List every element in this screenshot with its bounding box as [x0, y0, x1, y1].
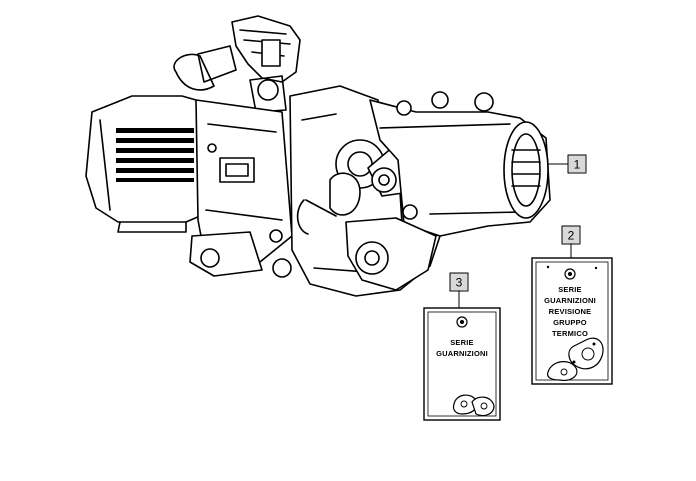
- overhaul-card-line-5: TERMICO: [552, 329, 588, 338]
- callout-1-label: 1: [574, 158, 581, 172]
- overhaul-card-line-2: GUARNIZIONI: [544, 296, 596, 305]
- overhaul-card-line-4: GRUPPO: [553, 318, 587, 327]
- callout-3-label: 3: [456, 276, 463, 290]
- engine-illustration[interactable]: [85, 15, 551, 297]
- gasket-set-card[interactable]: SERIE GUARNIZIONI: [423, 307, 501, 421]
- callout-2[interactable]: 2: [561, 225, 581, 245]
- gasket-card-line-1: SERIE: [450, 338, 474, 347]
- gasket-icon: [452, 394, 495, 417]
- callout-1[interactable]: 1: [567, 154, 587, 174]
- callout-3[interactable]: 3: [449, 272, 469, 292]
- bolt-icon: [564, 268, 576, 280]
- callout-2-label: 2: [568, 229, 575, 243]
- overhaul-card-line-1: SERIE: [558, 285, 582, 294]
- gasket-icon: [547, 337, 604, 381]
- overhaul-gasket-set-card[interactable]: SERIE GUARNIZIONI REVISIONE GRUPPO TERMI…: [531, 257, 613, 385]
- overhaul-card-line-3: REVISIONE: [549, 307, 592, 316]
- bolt-icon: [456, 316, 468, 328]
- gasket-card-line-2: GUARNIZIONI: [436, 349, 488, 358]
